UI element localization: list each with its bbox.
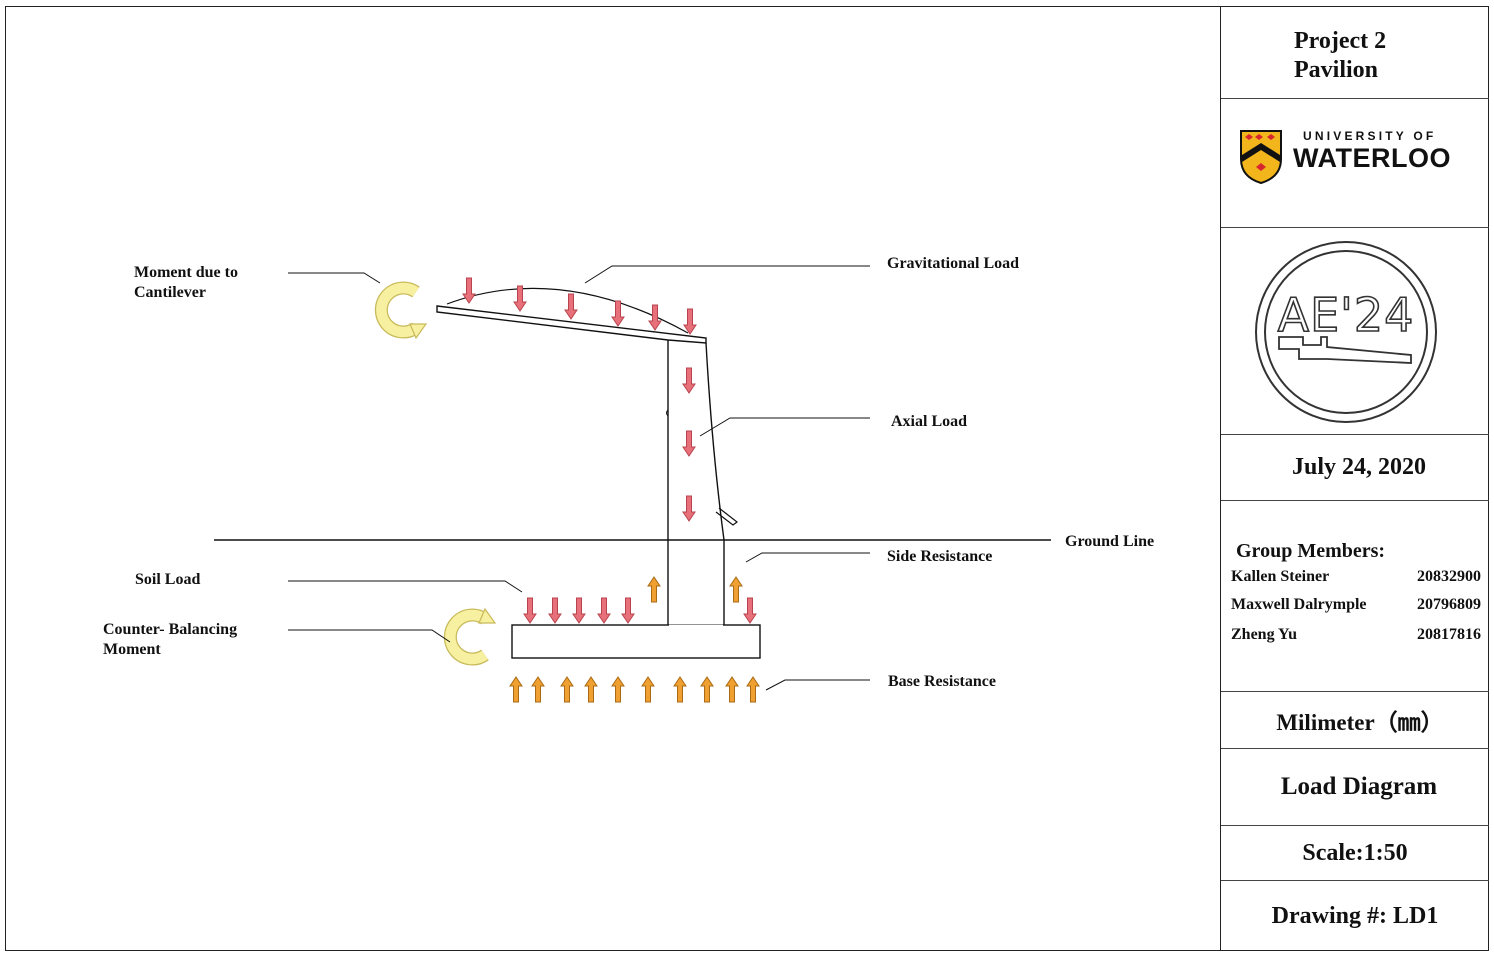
down-arrow-icon bbox=[564, 293, 578, 320]
down-arrow-icon bbox=[683, 308, 697, 335]
units: Milimeter（㎜） bbox=[1276, 710, 1444, 735]
up-arrow-icon bbox=[560, 676, 574, 703]
university-crest-icon bbox=[1240, 130, 1282, 185]
drawing-title-cell: Load Diagram bbox=[1221, 749, 1489, 826]
group-heading: Group Members: bbox=[1236, 540, 1386, 562]
project-cell: Project 2 Pavilion bbox=[1221, 6, 1489, 99]
university-name: UNIVERSITY OF WATERLOO bbox=[1293, 129, 1451, 173]
members-list: Kallen Steiner 20832900 Maxwell Dalrympl… bbox=[1221, 568, 1489, 654]
moment-cantilever-label: Cantilever bbox=[134, 284, 206, 301]
down-arrow-icon bbox=[611, 300, 625, 327]
down-arrow-icon bbox=[648, 304, 662, 331]
drawing-sheet bbox=[5, 6, 1489, 951]
down-arrow-icon bbox=[621, 597, 635, 624]
member-name: Zheng Yu bbox=[1231, 626, 1297, 643]
up-arrow-icon bbox=[729, 576, 743, 603]
base-resistance-label: Base Resistance bbox=[888, 673, 996, 690]
drawing-number: Drawing #: LD1 bbox=[1271, 902, 1439, 929]
up-arrow-icon bbox=[641, 676, 655, 703]
column bbox=[667, 340, 725, 625]
drawing-number-cell: Drawing #: LD1 bbox=[1221, 881, 1489, 951]
structure bbox=[214, 287, 1051, 659]
up-arrow-icon bbox=[725, 676, 739, 703]
side-resistance-label: Side Resistance bbox=[887, 548, 992, 565]
member-row: Maxwell Dalrymple 20796809 bbox=[1231, 596, 1481, 626]
soil-load-arrows bbox=[523, 597, 757, 624]
emblem-text: AE'24 bbox=[1278, 288, 1415, 342]
curved-arrow-icon bbox=[374, 281, 428, 340]
gravitational-load-label: Gravitational Load bbox=[887, 255, 1019, 272]
up-arrow-icon bbox=[509, 676, 523, 703]
down-arrow-icon bbox=[513, 285, 527, 312]
member-row: Kallen Steiner 20832900 bbox=[1231, 568, 1481, 596]
soil-load-label: Soil Load bbox=[135, 571, 200, 588]
down-arrow-icon bbox=[572, 597, 586, 624]
down-arrow-icon bbox=[523, 597, 537, 624]
down-arrow-icon bbox=[682, 495, 696, 522]
axial-load-arrows bbox=[682, 367, 696, 522]
member-row: Zheng Yu 20817816 bbox=[1231, 626, 1481, 654]
date: July 24, 2020 bbox=[1291, 454, 1426, 480]
down-arrow-icon bbox=[462, 277, 476, 304]
member-id: 20796809 bbox=[1417, 596, 1481, 613]
units-cell: Milimeter（㎜） bbox=[1221, 692, 1489, 749]
moment-cantilever-label: Moment due to bbox=[134, 264, 238, 281]
drawing-title: Load Diagram bbox=[1280, 773, 1438, 800]
down-arrow-icon bbox=[548, 597, 562, 624]
title-block: Project 2 Pavilion UNIVERSITY OF WATERLO… bbox=[1220, 6, 1489, 951]
counter-moment-label: Moment bbox=[103, 641, 161, 658]
column-notch bbox=[666, 409, 669, 417]
emblem-cell: AE'24 bbox=[1221, 228, 1489, 435]
class-emblem-icon: AE'24 bbox=[1255, 241, 1437, 423]
roof-canopy bbox=[436, 305, 707, 344]
university-logo-cell: UNIVERSITY OF WATERLOO bbox=[1221, 99, 1489, 228]
footing bbox=[511, 624, 761, 659]
member-name: Kallen Steiner bbox=[1231, 568, 1330, 585]
up-arrow-icon bbox=[673, 676, 687, 703]
ground-line-label: Ground Line bbox=[1065, 533, 1154, 550]
member-id: 20832900 bbox=[1417, 568, 1481, 585]
leader-lines bbox=[288, 265, 870, 691]
project-title: Project 2 Pavilion bbox=[1294, 28, 1387, 83]
up-arrow-icon bbox=[584, 676, 598, 703]
axial-load-label: Axial Load bbox=[891, 413, 967, 430]
up-arrow-icon bbox=[611, 676, 625, 703]
counter-moment-label: Counter- Balancing bbox=[103, 621, 237, 638]
scale-cell: Scale:1:50 bbox=[1221, 826, 1489, 881]
scale: Scale:1:50 bbox=[1302, 839, 1408, 866]
down-arrow-icon bbox=[682, 430, 696, 457]
column-ornament bbox=[715, 507, 738, 526]
up-arrow-icon bbox=[531, 676, 545, 703]
down-arrow-icon bbox=[597, 597, 611, 624]
side-resistance-arrows bbox=[647, 576, 743, 603]
up-arrow-icon bbox=[647, 576, 661, 603]
down-arrow-icon bbox=[682, 367, 696, 394]
up-arrow-icon bbox=[700, 676, 714, 703]
member-name: Maxwell Dalrymple bbox=[1231, 596, 1367, 613]
group-members-cell: Group Members: Kallen Steiner 20832900 M… bbox=[1221, 501, 1489, 692]
up-arrow-icon bbox=[746, 676, 760, 703]
member-id: 20817816 bbox=[1417, 626, 1481, 643]
base-resistance-arrows bbox=[509, 676, 760, 703]
date-cell: July 24, 2020 bbox=[1221, 435, 1489, 501]
diagram-labels: Moment due to Cantilever Gravitational L… bbox=[103, 255, 1154, 690]
gravitational-load-arrows bbox=[462, 277, 697, 335]
down-arrow-icon bbox=[743, 597, 757, 624]
curved-arrow-icon bbox=[443, 607, 497, 666]
